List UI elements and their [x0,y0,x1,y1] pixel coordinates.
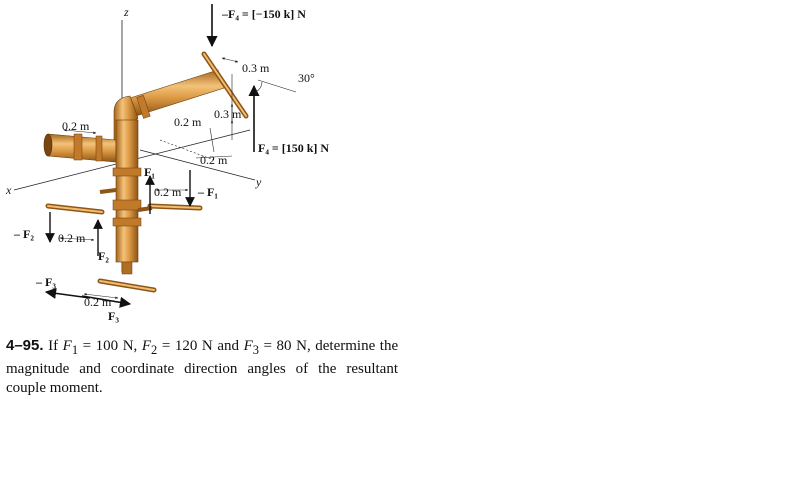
dimension-lines [59,57,297,299]
dim-vertical: 0.3 m [214,107,242,121]
f1-subscript: 1 [71,343,79,357]
dim-top-right: 0.3 m [242,61,270,75]
main-vertical-pipe [112,119,142,275]
f1-symbol: F [62,338,72,354]
dim-left-pipe: 0.2 m [62,119,90,133]
f2-value: = 120 N [161,338,213,354]
axis-label-y: y [255,175,262,189]
f1-value: = 100 N, [82,338,138,354]
problem-and: and [217,338,239,354]
label-neg-f2: – F₂ [13,227,34,241]
left-pipe [43,133,117,163]
axis-label-z: z [123,5,129,19]
pipe-assembly-diagram: z x y –F₄ = [−150 k] N F₄ = [150 k] N F₁… [5,4,329,323]
problem-if: If [48,338,59,354]
label-f4: F₄ = [150 k] N [258,141,329,155]
f2-subscript: 2 [151,343,158,357]
f3-value: = 80 N, [263,338,311,354]
dim-f1: 0.2 m [154,185,182,199]
label-neg-f3: – F₃ [35,275,56,289]
f3-symbol: F [243,338,253,354]
dim-f3: 0.2 m [84,295,112,309]
label-f1: F₁ [144,165,155,179]
problem-rest: determine the magnitude and coordinate d… [6,338,399,396]
dim-right-lower: 0.2 m [200,153,228,167]
upper-pipe [129,51,249,119]
problem-number: 4–95. [6,337,44,354]
dim-angle: 30° [298,71,315,85]
f2-symbol: F [141,338,152,354]
dim-f2: 0.2 m [58,231,86,245]
axis-label-x: x [5,183,12,197]
label-neg-f4: –F₄ = [−150 k] N [221,7,306,21]
f3-subscript: 3 [252,343,259,357]
label-f3: F₃ [108,309,119,323]
force-arrows [44,4,260,308]
label-f2: F₂ [98,249,109,263]
problem-statement: 4–95. If F1 = 100 N, F2 = 120 N and F3 =… [6,336,398,398]
handles [45,188,203,293]
label-neg-f1: – F₁ [197,185,218,199]
dim-elbow: 0.2 m [174,115,202,129]
